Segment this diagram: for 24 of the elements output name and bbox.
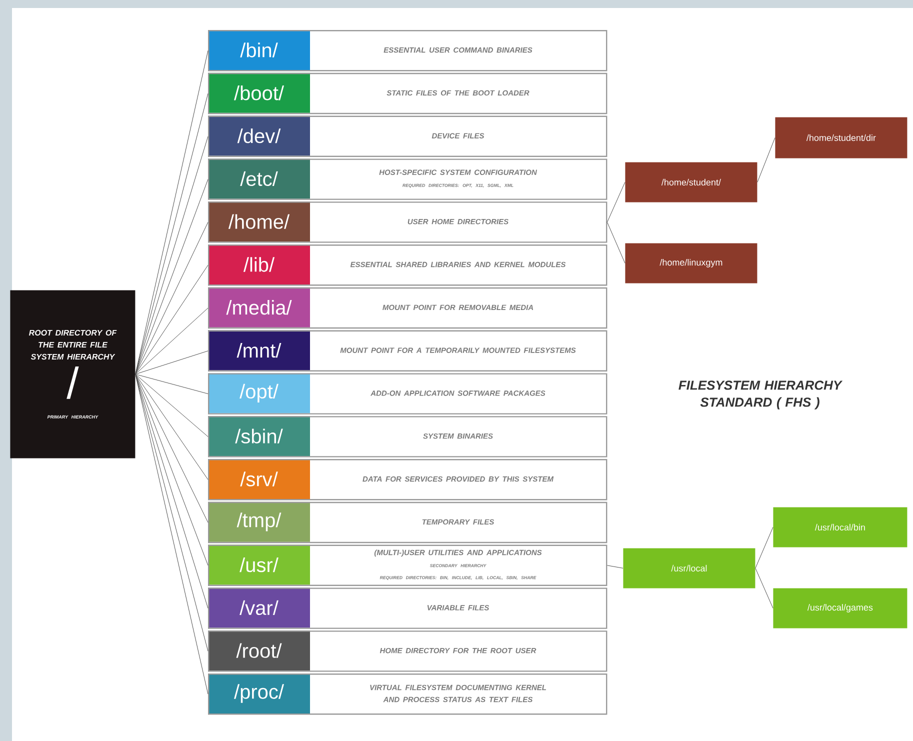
directory-box: /home/student/dir <box>775 117 908 158</box>
connector-line <box>135 350 208 374</box>
connector-line <box>757 137 776 182</box>
connector-line <box>606 222 626 264</box>
directory-box: /home/student/ <box>625 162 758 202</box>
connector-line <box>135 179 208 374</box>
connector-line <box>135 374 208 566</box>
directory-box: /usr/local/games <box>773 588 908 628</box>
directory-box: /usr/local/bin <box>773 507 908 548</box>
connector-line <box>606 182 626 222</box>
connector-line <box>606 565 624 568</box>
connector-line <box>135 374 208 437</box>
connector-line <box>755 526 774 568</box>
connector-line <box>135 136 208 374</box>
connector-line <box>135 374 208 523</box>
connector-line <box>755 568 774 608</box>
directory-box: /usr/local <box>623 548 756 588</box>
connector-line <box>135 222 208 374</box>
connector-line <box>135 308 208 374</box>
connector-line <box>135 264 208 374</box>
directory-box: /home/linuxgym <box>625 243 758 284</box>
connector-line <box>135 374 208 394</box>
connector-line <box>135 374 208 480</box>
title: FILESYSTEM HIERARCHY STANDARD ( FHS ) <box>678 380 843 410</box>
